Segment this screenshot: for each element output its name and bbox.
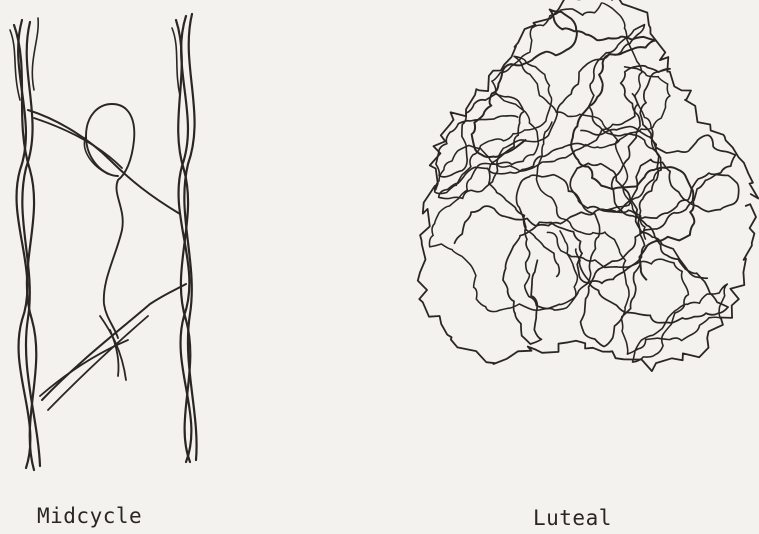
luteal-panel-drawing bbox=[418, 0, 759, 371]
left-braided-strand bbox=[10, 18, 40, 470]
luteal-filament bbox=[435, 56, 670, 239]
midcycle-panel-drawing bbox=[10, 14, 197, 470]
luteal-filament bbox=[570, 159, 738, 346]
connecting-filaments bbox=[28, 104, 186, 410]
luteal-filament bbox=[436, 94, 600, 309]
right-braided-strand bbox=[172, 14, 197, 462]
midcycle-caption: Midcycle bbox=[37, 504, 142, 528]
luteal-caption: Luteal bbox=[533, 506, 612, 530]
luteal-outer-filament bbox=[418, 0, 759, 371]
